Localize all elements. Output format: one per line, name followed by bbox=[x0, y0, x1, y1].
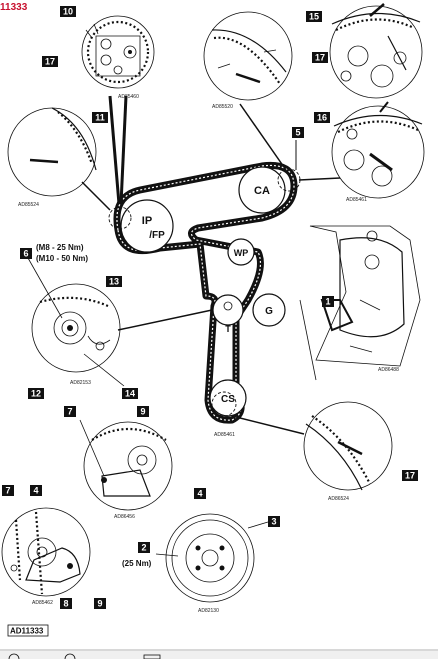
callout-6: 6 bbox=[20, 248, 32, 259]
pulley-label-ca: CA bbox=[254, 185, 270, 197]
callout-4-mid: 4 bbox=[194, 488, 206, 499]
detail-code-7: AD86456 bbox=[114, 514, 135, 520]
callout-15: 15 bbox=[306, 11, 322, 22]
callout-17-top: 17 bbox=[312, 52, 328, 63]
callout-16: 16 bbox=[314, 112, 330, 123]
pulley-label-ip: IP bbox=[142, 215, 152, 227]
svg-text:8: 8 bbox=[63, 599, 68, 609]
svg-text:6: 6 bbox=[23, 249, 28, 259]
timing-mark-ip bbox=[108, 206, 132, 230]
detail-code-3: AD82130 bbox=[198, 608, 219, 614]
detail-ca-window-lower: AD85461 bbox=[331, 105, 425, 203]
callout-5: 5 bbox=[292, 127, 304, 138]
detail-code-17-top: AD85520 bbox=[212, 104, 233, 110]
pulley-label-t: T bbox=[225, 324, 231, 334]
callout-13: 13 bbox=[106, 276, 122, 287]
detail-cam-mark: AD85520 bbox=[203, 11, 293, 110]
callout-7-mid: 7 bbox=[64, 406, 76, 417]
crankshaft-sprocket bbox=[209, 379, 247, 417]
guide-pulley bbox=[252, 293, 286, 327]
svg-text:5: 5 bbox=[295, 128, 300, 138]
callout-14: 14 bbox=[122, 388, 138, 399]
detail-crank-pulley: (25 Nm) AD82130 bbox=[122, 513, 269, 614]
diagram-ref-number: 11333 bbox=[0, 2, 28, 13]
callout-8: 8 bbox=[60, 598, 72, 609]
torque-crank-bolt: (25 Nm) bbox=[122, 559, 152, 568]
detail-code-10: AD85460 bbox=[118, 94, 139, 100]
callout-4-low: 4 bbox=[30, 485, 42, 496]
svg-text:14: 14 bbox=[125, 389, 135, 399]
svg-text:10: 10 bbox=[63, 7, 73, 17]
svg-text:4: 4 bbox=[197, 489, 202, 499]
svg-text:17: 17 bbox=[405, 471, 415, 481]
svg-text:2: 2 bbox=[141, 543, 146, 553]
torque-m8: (M8 - 25 Nm) bbox=[36, 243, 84, 252]
search-icon[interactable] bbox=[64, 653, 76, 659]
svg-text:4: 4 bbox=[33, 486, 38, 496]
detail-code-1: AD86488 bbox=[378, 367, 399, 373]
ref-box bbox=[7, 624, 49, 637]
pulley-label-g: G bbox=[265, 306, 273, 317]
pulley-label-fp: /FP bbox=[149, 230, 165, 241]
zoom-icon[interactable] bbox=[8, 653, 20, 659]
detail-code-13: AD82153 bbox=[70, 380, 91, 386]
svg-text:12: 12 bbox=[31, 389, 41, 399]
svg-text:7: 7 bbox=[67, 407, 72, 417]
detail-ip-mark: AD85524 bbox=[7, 107, 97, 208]
callout-7-low: 7 bbox=[2, 485, 14, 496]
detail-tensioner: (M8 - 25 Nm) (M10 - 50 Nm) AD82153 bbox=[27, 243, 125, 387]
detail-code-16: AD85461 bbox=[346, 197, 367, 203]
timing-mark-cs bbox=[211, 391, 237, 417]
detail-crank-lock: AD86456 bbox=[79, 419, 173, 520]
svg-text:1: 1 bbox=[325, 297, 330, 307]
svg-text:17: 17 bbox=[315, 53, 325, 63]
svg-text:11: 11 bbox=[95, 113, 105, 123]
detail-code-cs: AD85461 bbox=[214, 432, 235, 438]
detail-engine-block: AD86488 bbox=[299, 225, 421, 381]
page-icon[interactable] bbox=[143, 654, 161, 659]
svg-text:15: 15 bbox=[309, 12, 319, 22]
svg-text:9: 9 bbox=[97, 599, 102, 609]
svg-text:16: 16 bbox=[317, 113, 327, 123]
detail-code-17-left: AD85524 bbox=[18, 202, 39, 208]
callout-17-left: 17 bbox=[42, 56, 58, 67]
svg-text:9: 9 bbox=[140, 407, 145, 417]
callout-12: 12 bbox=[28, 388, 44, 399]
svg-text:7: 7 bbox=[5, 486, 10, 496]
diagram-ref-bottom: AD11333 bbox=[10, 627, 44, 636]
callout-1: 1 bbox=[322, 296, 334, 307]
belt-routing: IP /FP CA WP G T CS AD85461 bbox=[108, 161, 301, 438]
svg-text:13: 13 bbox=[109, 277, 119, 287]
detail-ca-window bbox=[329, 3, 423, 99]
detail-crank-lock-lower: AD85462 bbox=[1, 507, 91, 606]
torque-m10: (M10 - 50 Nm) bbox=[36, 254, 88, 263]
callout-11: 11 bbox=[92, 112, 108, 123]
callout-2: 2 bbox=[138, 542, 150, 553]
leader-lines bbox=[81, 95, 389, 435]
callouts: 10 11 17 17 15 16 5 6 13 12 14 1 7 9 4 1… bbox=[2, 6, 418, 609]
detail-code-7-lower: AD85462 bbox=[32, 600, 53, 606]
callout-3: 3 bbox=[268, 516, 280, 527]
callout-9-mid: 9 bbox=[137, 406, 149, 417]
detail-cs-mark: AD86524 bbox=[303, 401, 393, 502]
callout-9-low: 9 bbox=[94, 598, 106, 609]
callout-10: 10 bbox=[60, 6, 76, 17]
callout-17-right: 17 bbox=[402, 470, 418, 481]
detail-cam-sprocket: AD85460 bbox=[81, 15, 155, 100]
pulley-label-cs: CS bbox=[221, 394, 235, 405]
detail-code-17-right: AD86524 bbox=[328, 496, 349, 502]
svg-text:17: 17 bbox=[45, 57, 55, 67]
viewer-toolbar-fragment bbox=[0, 649, 438, 659]
injection-pump-pulley bbox=[120, 199, 174, 253]
water-pump-pulley bbox=[227, 238, 255, 266]
svg-text:3: 3 bbox=[271, 517, 276, 527]
pulley-label-wp: WP bbox=[234, 248, 249, 258]
